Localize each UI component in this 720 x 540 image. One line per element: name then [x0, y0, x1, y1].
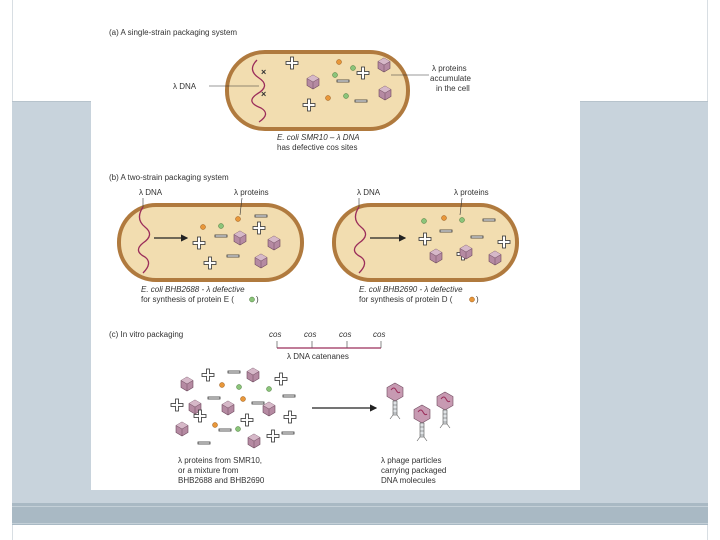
cos-label: cos: [304, 330, 316, 339]
section-b-left-dna-label: λ DNA: [139, 188, 163, 197]
protein-e-legend-icon: [249, 296, 255, 303]
cos-label: cos: [339, 330, 351, 339]
proteins-pointer-line: [459, 197, 463, 216]
protein-d: [218, 223, 224, 229]
section-c-right-caption: DNA molecules: [381, 476, 436, 485]
protein-bar: [336, 79, 350, 83]
protein-e: [235, 216, 241, 222]
section-b-right-proteins-label: λ proteins: [454, 188, 489, 197]
section-b-title: (b) A two-strain packaging system: [109, 173, 229, 182]
section-c-left-caption: or a mixture from: [178, 466, 239, 475]
protein-bar: [214, 234, 228, 238]
protein-bar: [354, 99, 368, 103]
protein-bar: [439, 229, 453, 233]
section-c-left-caption: BHB2688 and BHB2690: [178, 476, 265, 485]
protein-d-legend-icon: [469, 296, 475, 303]
in-vitro-protein-mix: [170, 367, 297, 449]
section-a-dna-label: λ DNA: [173, 82, 197, 91]
protein-d: [332, 72, 338, 78]
section-b-left-caption: E. coli BHB2688 - λ defective: [141, 285, 245, 294]
protein-e: [441, 215, 447, 221]
section-b-left-proteins-label: λ proteins: [234, 188, 269, 197]
catenanes-label: λ DNA catenanes: [287, 352, 349, 361]
cos-label: cos: [269, 330, 281, 339]
dna-strand-b-left: [137, 206, 151, 274]
protein-d: [421, 218, 427, 224]
defective-cos-mark: ×: [261, 89, 266, 99]
section-c-right-caption: λ phage particles: [381, 456, 441, 465]
protein-d: [350, 65, 356, 71]
protein-bar: [254, 214, 268, 218]
section-c-left-caption: λ proteins from SMR10,: [178, 456, 262, 465]
section-a-caption: has defective cos sites: [277, 143, 357, 152]
section-b-right-caption: for synthesis of protein D (: [359, 295, 453, 304]
protein-d: [343, 93, 349, 99]
section-b-right-caption: E. coli BHB2690 - λ defective: [359, 285, 463, 294]
section-c-right-caption: carrying packaged: [381, 466, 446, 475]
section-a-proteins-label: in the cell: [436, 84, 470, 93]
protein-bar: [226, 254, 240, 258]
section-a-caption: E. coli SMR10 – λ DNA: [277, 133, 360, 142]
section-b-right-caption-end: ): [476, 295, 479, 304]
catenane-bracket: [276, 341, 382, 349]
dna-strand-b-right: [353, 206, 367, 274]
protein-e: [336, 59, 342, 65]
footer-bar: [12, 503, 708, 525]
phage-particles: [386, 382, 454, 442]
proteins-pointer-line: [239, 197, 243, 216]
protein-bar: [470, 235, 484, 239]
packaging-diagram: (a) A single-strain packaging system × ×…: [91, 15, 580, 490]
section-a-proteins-label: accumulate: [430, 74, 471, 83]
section-b-right-dna-label: λ DNA: [357, 188, 381, 197]
section-b-left-caption: for synthesis of protein E (: [141, 295, 234, 304]
protein-d: [459, 217, 465, 223]
section-c-title: (c) In vitro packaging: [109, 330, 183, 339]
section-b-left-caption-end: ): [256, 295, 259, 304]
section-a-title: (a) A single-strain packaging system: [109, 28, 237, 37]
protein-e: [325, 95, 331, 101]
dna-strand-a: [251, 59, 267, 123]
defective-cos-mark: ×: [261, 67, 266, 77]
cos-label: cos: [373, 330, 385, 339]
protein-bar: [482, 218, 496, 222]
section-a-proteins-label: λ proteins: [432, 64, 467, 73]
protein-e: [200, 224, 206, 230]
